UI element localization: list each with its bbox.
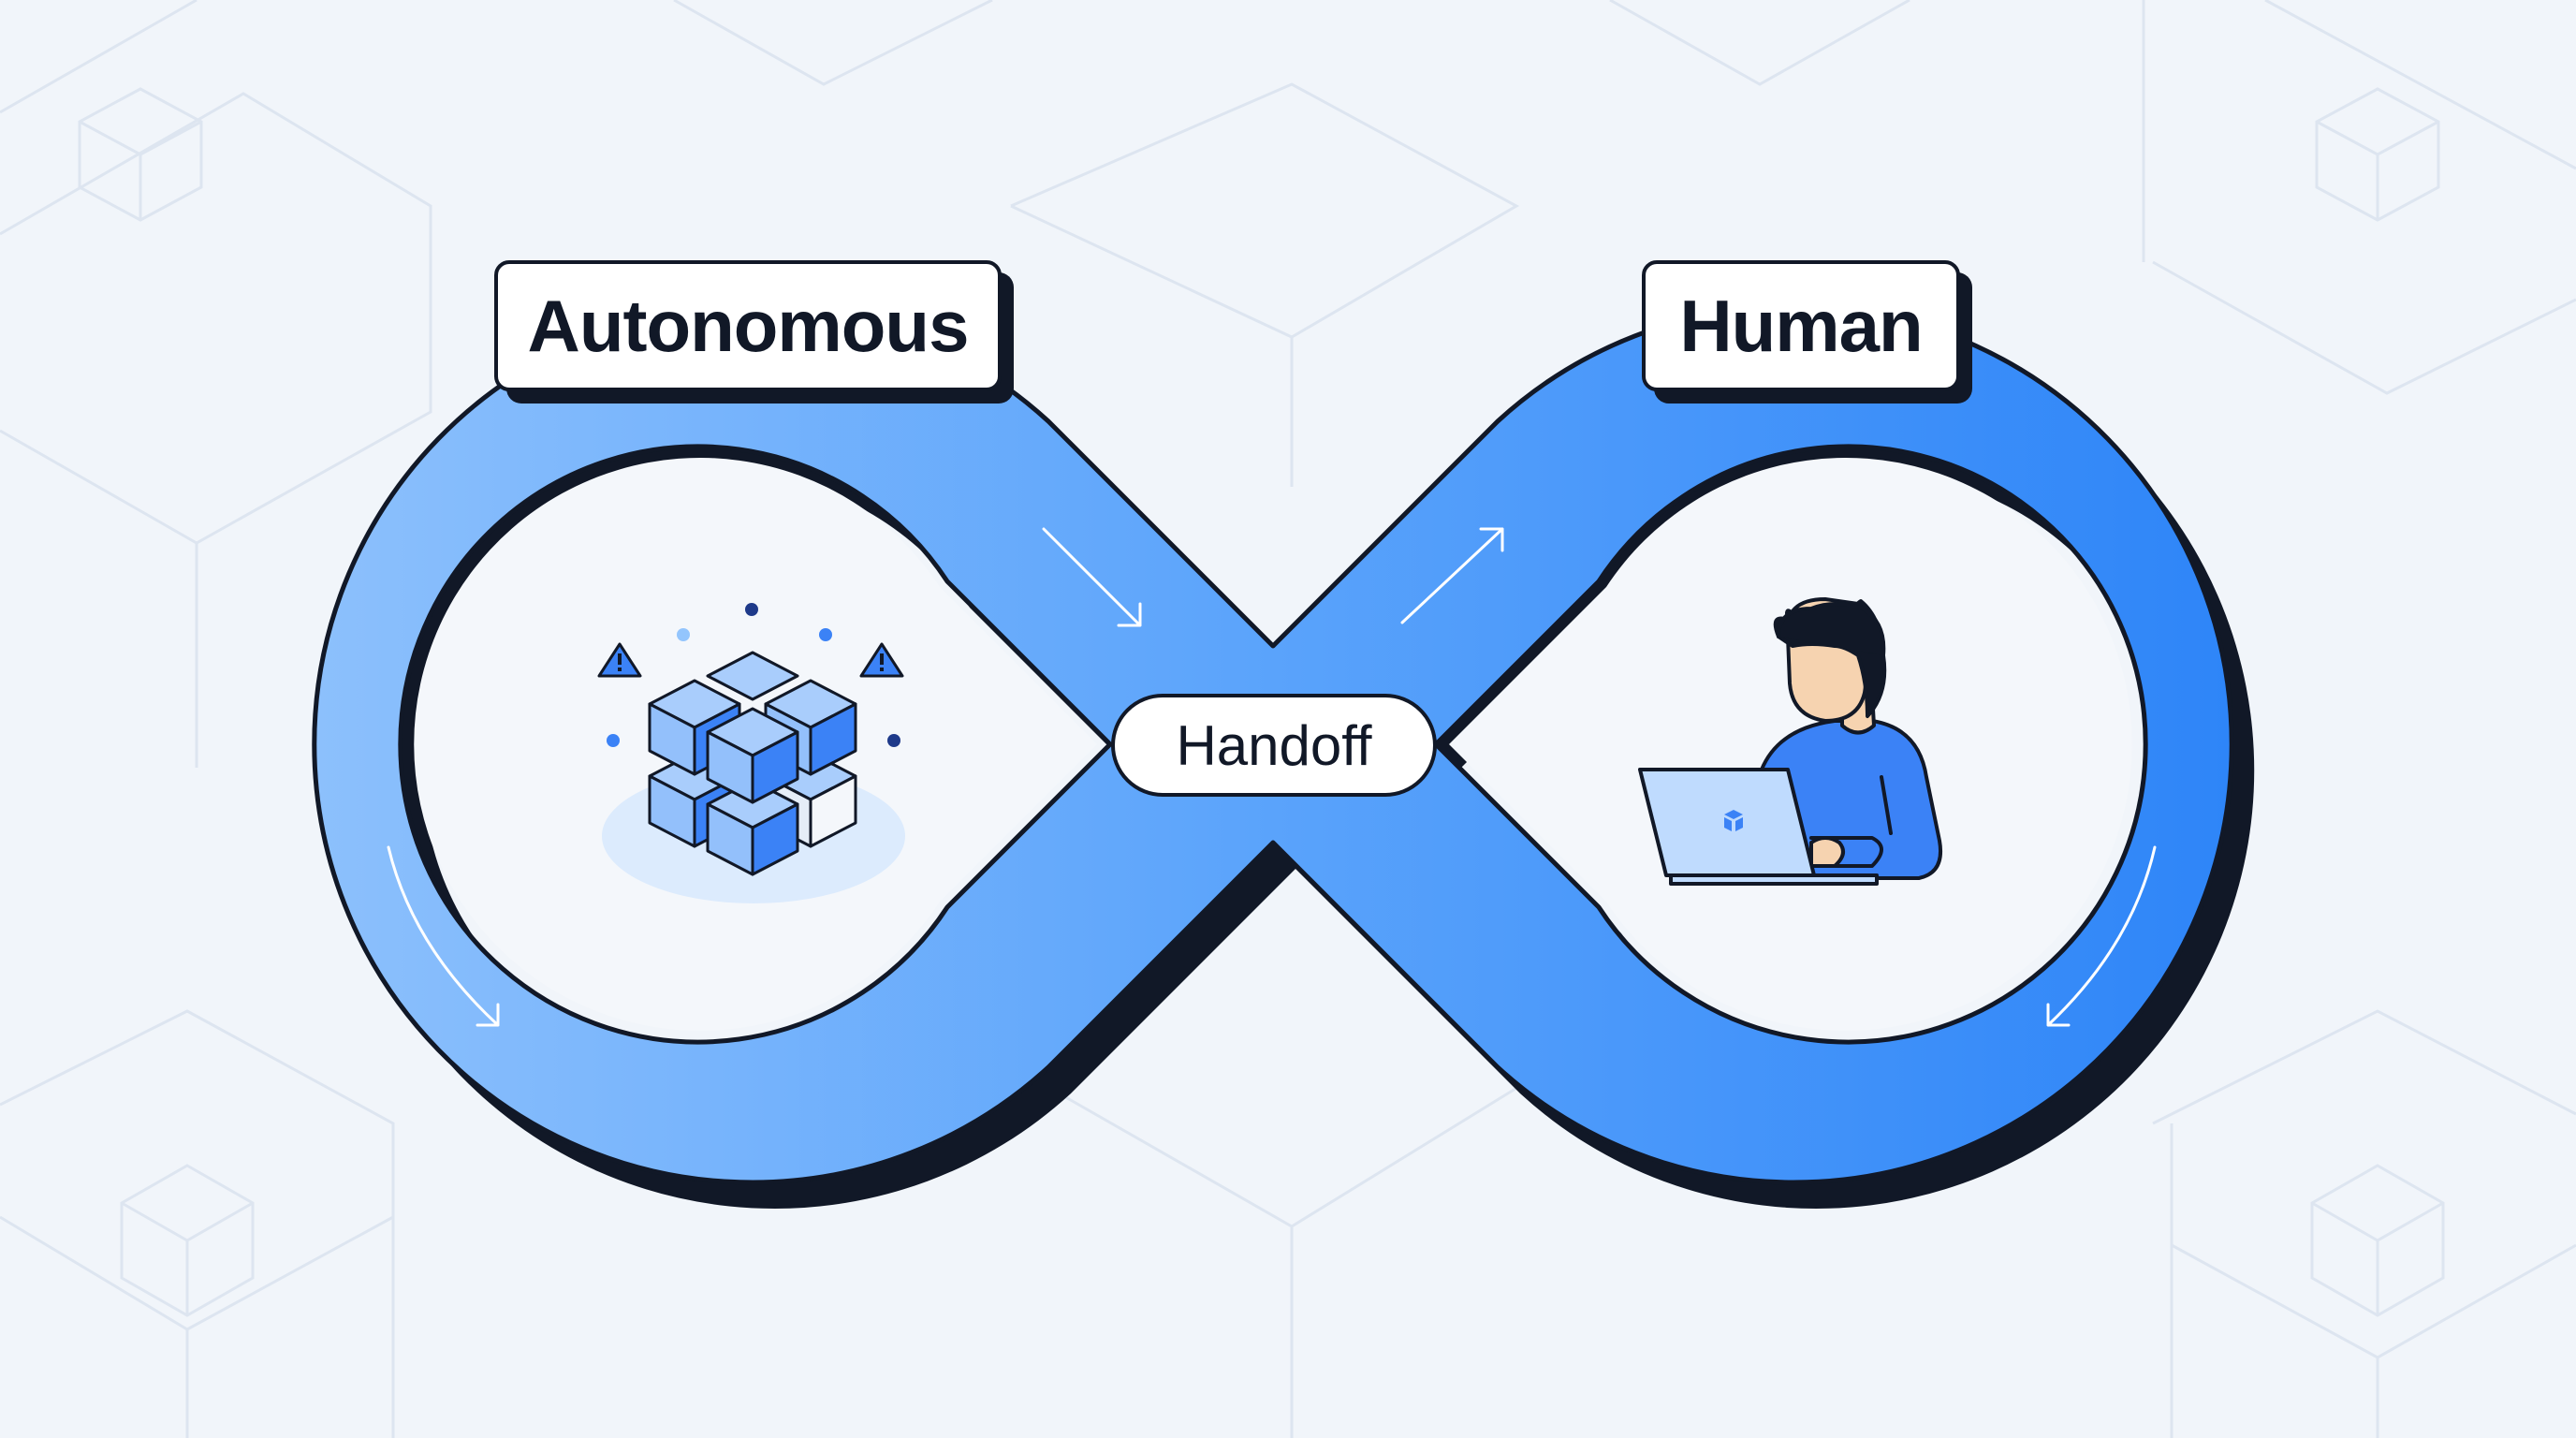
person-with-laptop-icon	[1638, 597, 1942, 886]
handoff-label: Handoff	[1111, 694, 1437, 797]
human-label: Human	[1642, 260, 1960, 391]
warning-triangle-icon	[597, 642, 642, 678]
warning-triangle-icon	[859, 642, 904, 678]
autonomous-label: Autonomous	[494, 260, 1002, 391]
direction-arrow-icon	[387, 527, 2157, 1027]
cube-cluster-icon	[597, 603, 905, 903]
